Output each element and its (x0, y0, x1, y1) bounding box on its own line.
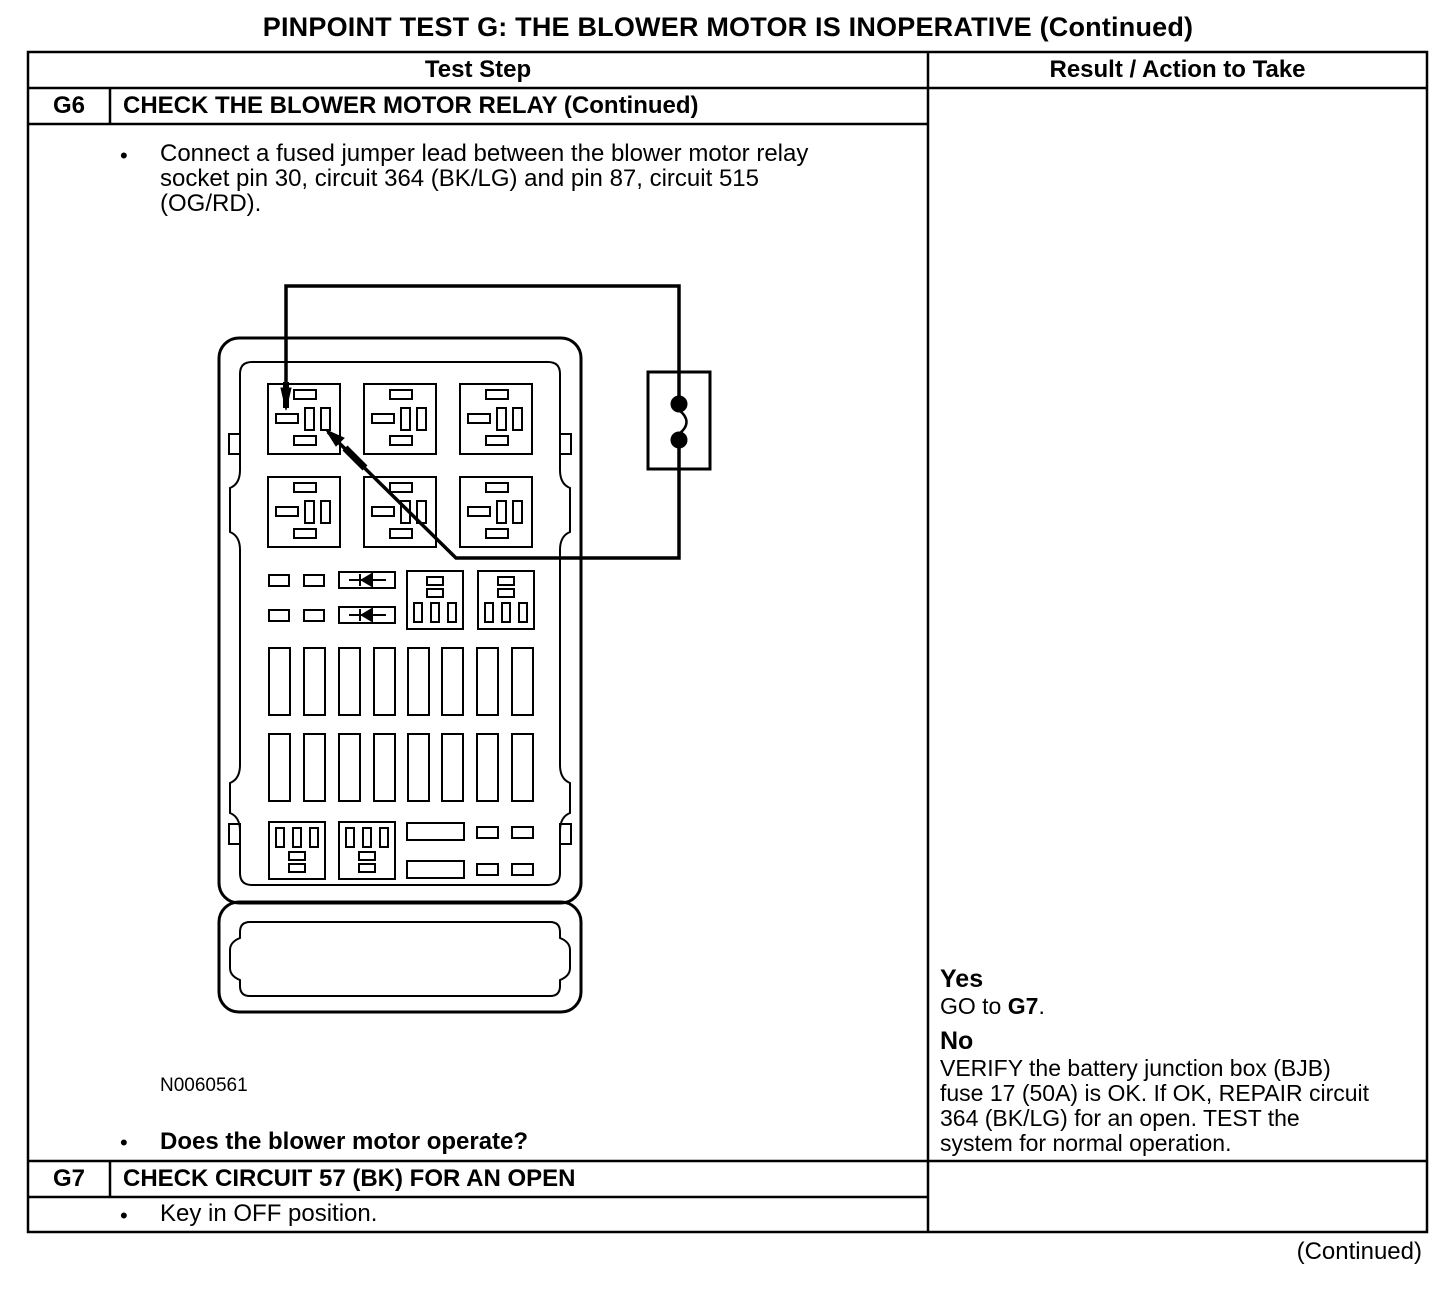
instruction-line: Connect a fused jumper lead between the … (160, 140, 809, 167)
instruction-line: (OG/RD). (160, 190, 262, 217)
fuse-box-illustration (217, 284, 712, 1014)
step-id-g7: G7 (52, 1165, 85, 1192)
no-action-line: system for normal operation. (940, 1130, 1232, 1156)
figure-id: N0060561 (160, 1075, 248, 1096)
relay-socket-5 (363, 476, 437, 548)
step-id-g6: G6 (52, 92, 85, 119)
yes-suffix: . (1038, 993, 1045, 1019)
fuse-box-cover (217, 900, 583, 1014)
bullet-marker: • (120, 1130, 128, 1155)
fuse-element-icon (678, 409, 688, 435)
bullet-marker: • (120, 1203, 128, 1228)
mini-relay-1 (406, 570, 464, 630)
fused-jumper-lead (280, 284, 712, 560)
result-yes-action: GO to G7. (940, 994, 1424, 1019)
maxi-fuse-row-2 (268, 733, 534, 802)
diode-1 (338, 571, 396, 589)
mini-relay-2 (477, 570, 535, 630)
page-title: PINPOINT TEST G: THE BLOWER MOTOR IS INO… (262, 12, 1194, 42)
result-no-action: VERIFY the battery junction box (BJB) fu… (940, 1056, 1424, 1156)
relay-socket-6 (459, 476, 533, 548)
continued-footer: (Continued) (1296, 1238, 1422, 1265)
maxi-fuse-row-1 (268, 647, 534, 716)
relay-socket-3 (459, 383, 533, 455)
no-action-line: VERIFY the battery junction box (BJB) (940, 1055, 1331, 1081)
header-test-step: Test Step (424, 56, 532, 83)
step-title-g7: CHECK CIRCUIT 57 (BK) FOR AN OPEN (123, 1165, 576, 1192)
g6-instruction: Connect a fused jumper lead between the … (160, 141, 900, 216)
fuse-box-inner-border (229, 361, 571, 886)
result-yes-label: Yes (940, 965, 984, 993)
inline-fuse-holder (646, 370, 712, 471)
g6-question: Does the blower motor operate? (160, 1128, 529, 1155)
instruction-line: socket pin 30, circuit 364 (BK/LG) and p… (160, 165, 759, 192)
result-no-label: No (940, 1027, 974, 1055)
g6-result-block: Yes GO to G7. No VERIFY the battery junc… (940, 965, 1424, 1156)
yes-target-step: G7 (1007, 993, 1039, 1019)
diode-2 (338, 606, 396, 624)
g7-instruction: Key in OFF position. (160, 1200, 378, 1227)
header-result-action: Result / Action to Take (1049, 56, 1306, 83)
yes-prefix: GO to (940, 993, 1008, 1019)
bullet-marker: • (120, 143, 128, 168)
relay-socket-4 (267, 476, 341, 548)
relay-socket-1 (267, 383, 341, 455)
mini-fuse-slots (268, 574, 325, 622)
bottom-fuse-slots (406, 822, 534, 879)
step-title-g6: CHECK THE BLOWER MOTOR RELAY (Continued) (123, 92, 699, 119)
bottom-relay-2 (338, 821, 396, 880)
relay-socket-2 (363, 383, 437, 455)
no-action-line: fuse 17 (50A) is OK. If OK, REPAIR circu… (940, 1080, 1370, 1106)
bottom-relay-1 (268, 821, 326, 880)
no-action-line: 364 (BK/LG) for an open. TEST the (940, 1105, 1300, 1131)
